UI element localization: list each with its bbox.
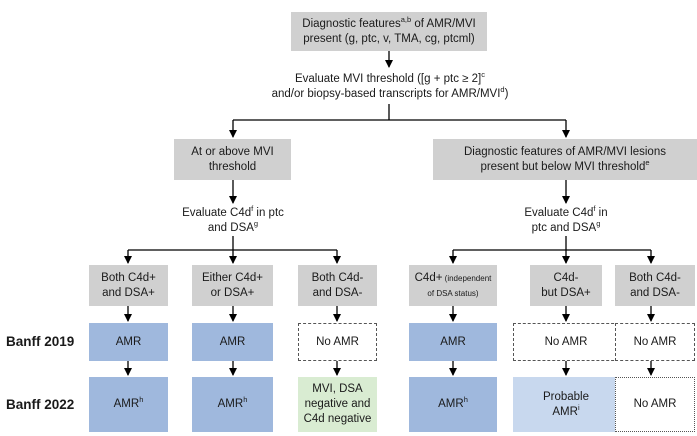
right-eval-line2: ptc and DSA <box>531 222 597 234</box>
left-eval-footnote-f: f <box>251 204 254 214</box>
result-text: AMR <box>217 398 244 410</box>
banff2019-result: No AMR <box>513 323 619 361</box>
above-threshold-box: At or above MVI threshold <box>174 139 291 180</box>
category-c4d-negative-dsa-positive: C4d- but DSA+ <box>530 265 602 306</box>
category-both-positive: Both C4d+ and DSA+ <box>89 265 168 306</box>
top-footnote: a,b <box>400 14 412 24</box>
result-footnote: h <box>463 395 468 405</box>
left-eval-line2: and DSA <box>207 222 254 234</box>
diagnostic-features-box: Diagnostic featuresa,b of AMR/MVI presen… <box>291 12 487 51</box>
category-line1: Both C4d- <box>629 271 681 284</box>
evaluate-mvi-line2: and/or biopsy-based transcripts for AMR/… <box>271 88 501 100</box>
banff2022-result: AMRh <box>409 377 497 432</box>
top-text-pre: Diagnostic features <box>302 17 401 30</box>
left-eval-line1: Evaluate C4d <box>182 207 252 219</box>
above-threshold-line2: threshold <box>208 160 257 173</box>
above-threshold-line1: At or above MVI <box>191 145 274 158</box>
top-text-post: of AMR/MVI <box>411 17 476 30</box>
banff2022-result: MVI, DSA negative and C4d negative <box>298 377 377 432</box>
below-threshold-box: Diagnostic features of AMR/MVI lesions p… <box>433 139 697 180</box>
category-c4d-positive: C4d+ (independent of DSA status) <box>409 265 497 306</box>
banff2022-result: AMRh <box>192 377 273 432</box>
result-line3: C4d negative <box>303 413 372 425</box>
right-eval-line1: Evaluate C4d <box>524 207 594 219</box>
left-eval-footnote-g: g <box>253 219 259 229</box>
right-eval-line1-post: in <box>595 207 608 219</box>
category-line2: and DSA+ <box>102 286 155 299</box>
category-either-positive: Either C4d+ or DSA+ <box>192 265 273 306</box>
category-line1: Both C4d+ <box>101 271 156 284</box>
result-line2: negative and <box>304 398 371 410</box>
below-threshold-line1: Diagnostic features of AMR/MVI lesions <box>464 145 666 158</box>
result-line1: MVI, DSA <box>312 383 363 395</box>
banff2019-result: AMR <box>89 323 168 361</box>
banff2022-result: AMRh <box>89 377 168 432</box>
evaluate-mvi-line1: Evaluate MVI threshold ([g + ptc ≥ 2] <box>294 73 482 85</box>
banff2019-result: AMR <box>192 323 273 361</box>
category-line2: and DSA- <box>312 286 363 299</box>
banff2019-result: AMR <box>409 323 497 361</box>
category-line1: C4d+ <box>414 271 443 284</box>
category-note-line2: of DSA status) <box>427 288 479 298</box>
banff2022-result: Probable AMRi <box>513 377 619 432</box>
category-line1: C4d- <box>553 271 579 284</box>
category-line2: and DSA- <box>630 286 680 299</box>
evaluate-mvi-text: Evaluate MVI threshold ([g + ptc ≥ 2]c a… <box>262 70 518 102</box>
category-line2: or DSA+ <box>210 286 255 299</box>
category-note: (independent <box>442 273 492 283</box>
evaluate-mvi-close-paren: ) <box>504 88 509 100</box>
result-text: AMR <box>552 405 578 418</box>
result-line1: Probable <box>542 390 590 403</box>
category-both-negative-left: Both C4d- and DSA- <box>298 265 377 306</box>
top-text-line2: present (g, ptc, v, TMA, cg, ptcml) <box>303 32 475 45</box>
row-label-banff-2019: Banff 2019 <box>6 334 75 349</box>
row-label-banff-2022: Banff 2022 <box>6 397 75 412</box>
below-threshold-footnote: e <box>645 157 650 167</box>
evaluate-mvi-footnote-c: c <box>481 70 485 80</box>
below-threshold-line2: present but below MVI threshold <box>480 160 646 173</box>
category-line1: Either C4d+ <box>201 271 264 284</box>
category-line2: but DSA+ <box>541 286 591 299</box>
result-text: AMR <box>113 398 140 410</box>
result-text: AMR <box>438 398 464 410</box>
result-footnote: i <box>577 402 580 412</box>
category-line1: Both C4d- <box>311 271 364 284</box>
banff2019-result: No AMR <box>298 323 377 361</box>
banff2022-result: No AMR <box>615 377 695 432</box>
right-eval-footnote-f: f <box>593 204 596 214</box>
category-both-negative-right: Both C4d- and DSA- <box>615 265 695 306</box>
banff2019-result: No AMR <box>615 323 695 361</box>
result-footnote: h <box>243 395 248 405</box>
evaluate-mvi-footnote-d: d <box>500 85 505 95</box>
left-evaluate-c4d-text: Evaluate C4df in ptc and DSAg <box>173 204 293 236</box>
right-eval-footnote-g: g <box>596 219 601 229</box>
right-evaluate-c4d-text: Evaluate C4df in ptc and DSAg <box>506 204 626 236</box>
left-eval-line1-post: in ptc <box>253 207 284 219</box>
result-footnote: h <box>139 395 144 405</box>
